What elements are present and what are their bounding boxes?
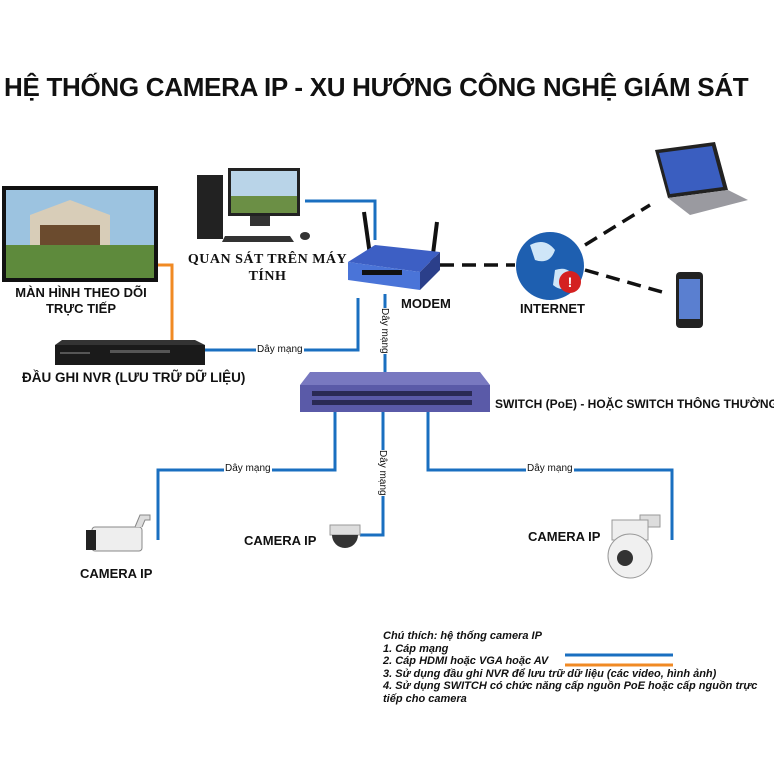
switch-to-camera-left-cable xyxy=(156,412,337,540)
wire-label-modem: Dây mạng xyxy=(379,308,390,354)
wire-label-nvr: Dây mạng xyxy=(256,344,304,355)
network-switch-icon xyxy=(300,372,490,412)
legend-heading: Chú thích: hệ thống camera IP xyxy=(383,630,542,642)
ptz-camera-icon xyxy=(607,514,661,579)
monitor-label-line2: TRỰC TIẾP xyxy=(45,301,116,316)
wire-label-camera-left: Dây mạng xyxy=(224,463,272,474)
legend-item: 2. Cáp HDMI hoặc VGA hoặc AV xyxy=(383,655,549,667)
smartphone-icon xyxy=(676,272,703,328)
nvr-recorder-icon xyxy=(55,340,205,365)
hdmi-cable xyxy=(157,263,174,340)
legend-item: 4. Sử dụng SWITCH có chức năng cấp nguồn… xyxy=(383,680,758,692)
svg-text:!: ! xyxy=(568,274,573,290)
modem-label: MODEM xyxy=(401,296,451,311)
internet-links xyxy=(440,203,663,294)
wire-label-camera-middle: Dây mạng xyxy=(377,450,388,496)
page-title: HỆ THỐNG CAMERA IP - XU HƯỚNG CÔNG NGHỆ … xyxy=(4,72,749,102)
legend: Chú thích: hệ thống camera IP 1. Cáp mạn… xyxy=(383,630,757,705)
monitor-label-line1: MÀN HÌNH THEO DÕI xyxy=(15,285,147,300)
camera-right-label: CAMERA IP xyxy=(528,529,601,544)
legend-item: tiếp cho camera xyxy=(383,692,467,705)
camera-left-label: CAMERA IP xyxy=(80,566,153,581)
camera-middle-label: CAMERA IP xyxy=(244,533,317,548)
modem-router-icon xyxy=(348,211,440,290)
dome-camera-icon xyxy=(329,524,361,548)
wire-label-camera-right: Dây mạng xyxy=(526,463,574,474)
nvr-to-modem-cable xyxy=(205,298,360,352)
laptop-icon xyxy=(655,142,748,215)
legend-item: 3. Sử dụng đầu ghi NVR để lưu trữ dữ liệ… xyxy=(383,667,717,680)
monitor-label: MÀN HÌNH THEO DÕI TRỰC TIẾP xyxy=(6,285,156,317)
internet-label: INTERNET xyxy=(520,301,585,316)
pc-to-modem-cable xyxy=(305,199,377,240)
pc-label-line1: QUAN SÁT TRÊN MÁY xyxy=(187,252,348,267)
switch-label: SWITCH (PoE) - HOẶC SWITCH THÔNG THƯỜNG xyxy=(495,397,774,411)
pc-label-line2: TÍNH xyxy=(248,269,287,284)
bullet-camera-icon xyxy=(86,514,151,552)
nvr-label: ĐẦU GHI NVR (LƯU TRỮ DỮ LIỆU) xyxy=(22,370,246,385)
desktop-pc-icon xyxy=(197,168,310,242)
pc-label: QUAN SÁT TRÊN MÁY TÍNH xyxy=(180,251,355,285)
monitor-icon xyxy=(2,186,158,282)
legend-item: 1. Cáp mạng xyxy=(383,642,449,655)
internet-globe-icon: ! xyxy=(516,232,584,300)
